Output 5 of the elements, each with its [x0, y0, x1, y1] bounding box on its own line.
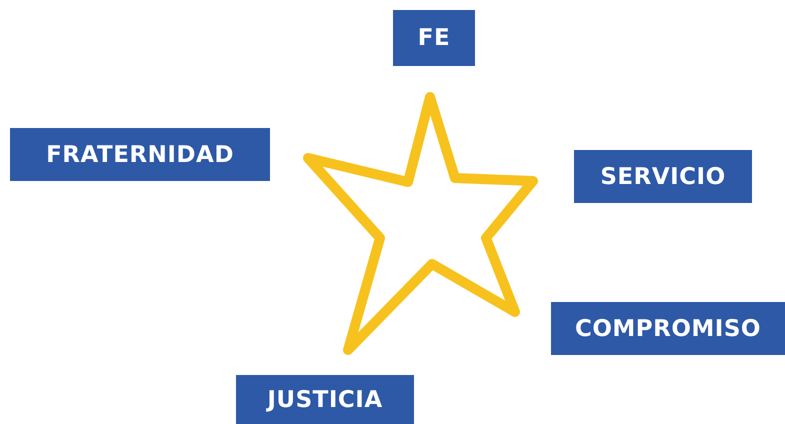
value-box: SERVICIO: [574, 150, 752, 203]
value-box: JUSTICIA: [236, 375, 414, 424]
value-box: COMPROMISO: [551, 302, 785, 355]
value-box: FE: [393, 10, 475, 66]
value-box: FRATERNIDAD: [10, 128, 270, 181]
